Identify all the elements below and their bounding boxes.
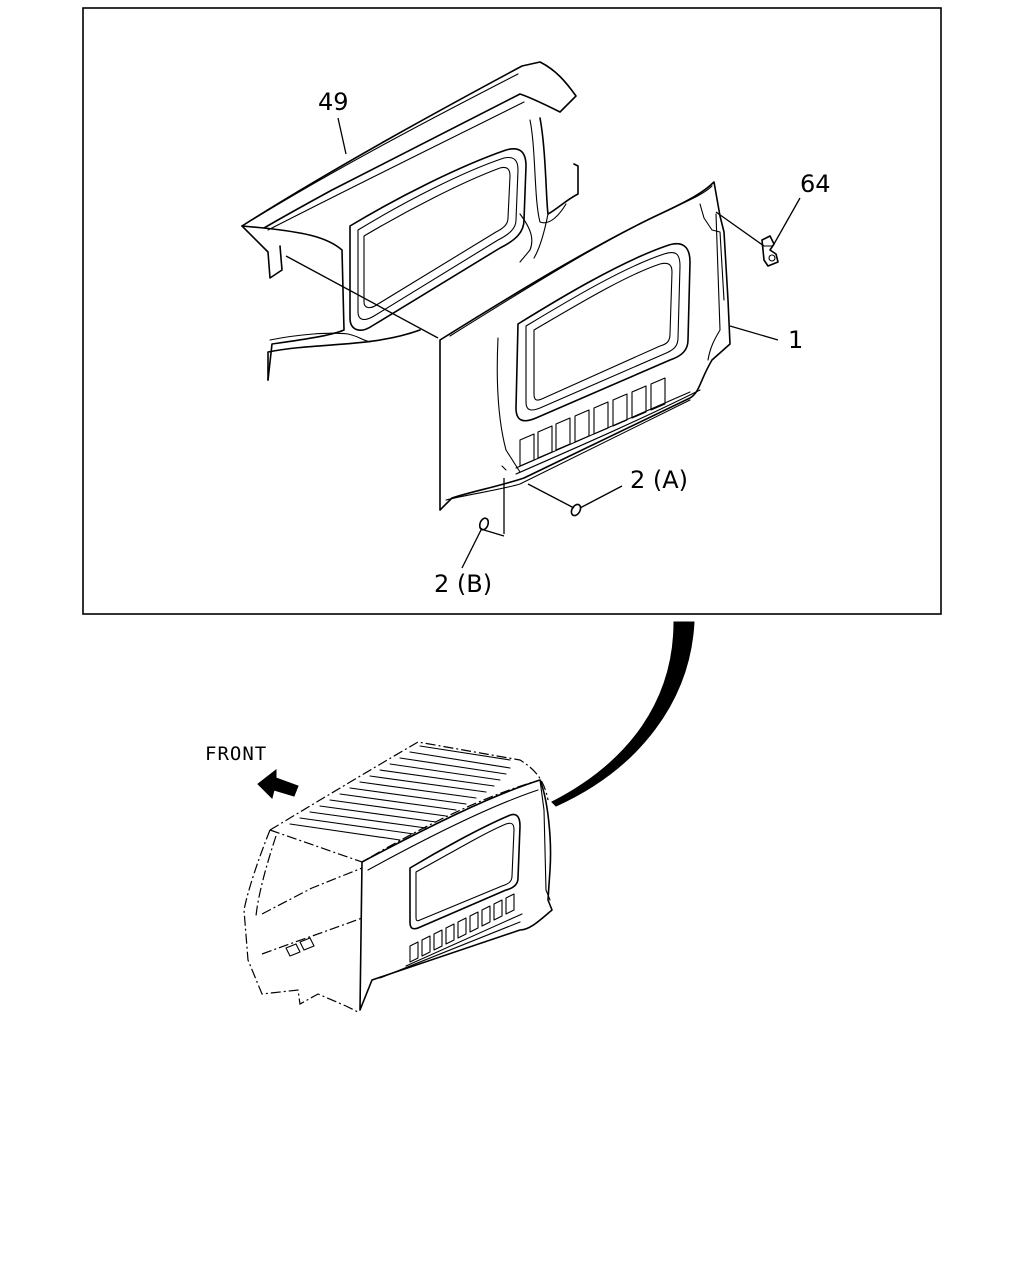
- front-indicator: FRONT: [205, 743, 299, 799]
- detail-pointer-arc: [551, 621, 695, 807]
- front-label: FRONT: [205, 743, 267, 765]
- front-arrow-icon: [257, 768, 299, 799]
- detail-frame: [82, 7, 942, 615]
- grommet-2a[interactable]: [570, 503, 583, 517]
- callout-49: 49: [318, 88, 349, 116]
- vent-slots: [515, 377, 701, 475]
- grommet-2b[interactable]: [478, 517, 490, 531]
- assembly-lines: [285, 211, 765, 537]
- callout-64: 64: [800, 170, 831, 198]
- rear-panel[interactable]: [439, 181, 731, 511]
- cab-location-view: [243, 741, 553, 1013]
- bracket-clip[interactable]: [761, 235, 779, 267]
- callout-leaders: [337, 117, 801, 569]
- callout-1: 1: [788, 326, 803, 354]
- roof-header-panel[interactable]: [241, 61, 579, 381]
- callout-2b: 2 (B): [434, 570, 492, 598]
- roof-ribs: [289, 745, 511, 841]
- callout-2a: 2 (A): [630, 466, 688, 494]
